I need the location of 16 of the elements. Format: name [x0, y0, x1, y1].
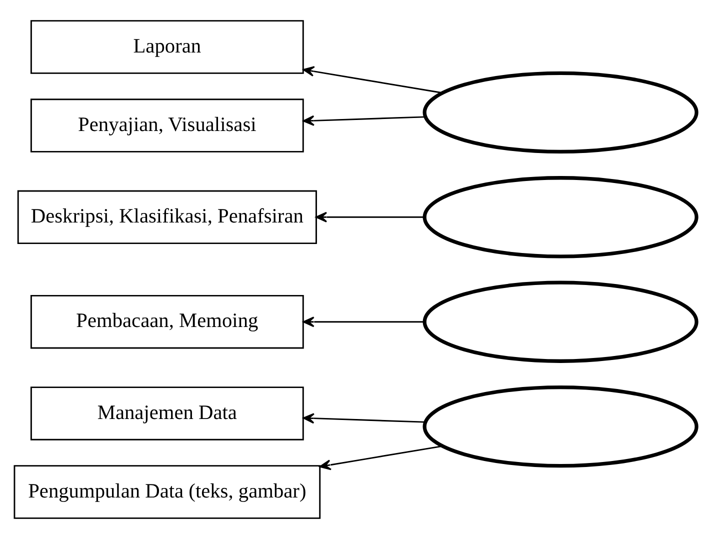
arrow: [319, 444, 442, 470]
node-box: Pembacaan, Memoing: [30, 294, 304, 348]
arrow: [302, 66, 443, 94]
node-ellipse: [422, 280, 698, 362]
arrow: [316, 211, 424, 222]
node-ellipse: [422, 176, 698, 258]
arrow: [302, 114, 425, 126]
arrow: [302, 412, 425, 424]
node-box: Deskripsi, Klasifikasi, Penafsiran: [17, 190, 317, 244]
node-ellipse: [422, 70, 698, 154]
node-box: Manajemen Data: [30, 386, 304, 440]
node-ellipse: [422, 384, 698, 468]
arrow: [302, 316, 424, 327]
node-box: Penyajian, Visualisasi: [30, 98, 304, 152]
node-box: Laporan: [30, 20, 304, 74]
node-box: Pengumpulan Data (teks, gambar): [14, 464, 321, 518]
